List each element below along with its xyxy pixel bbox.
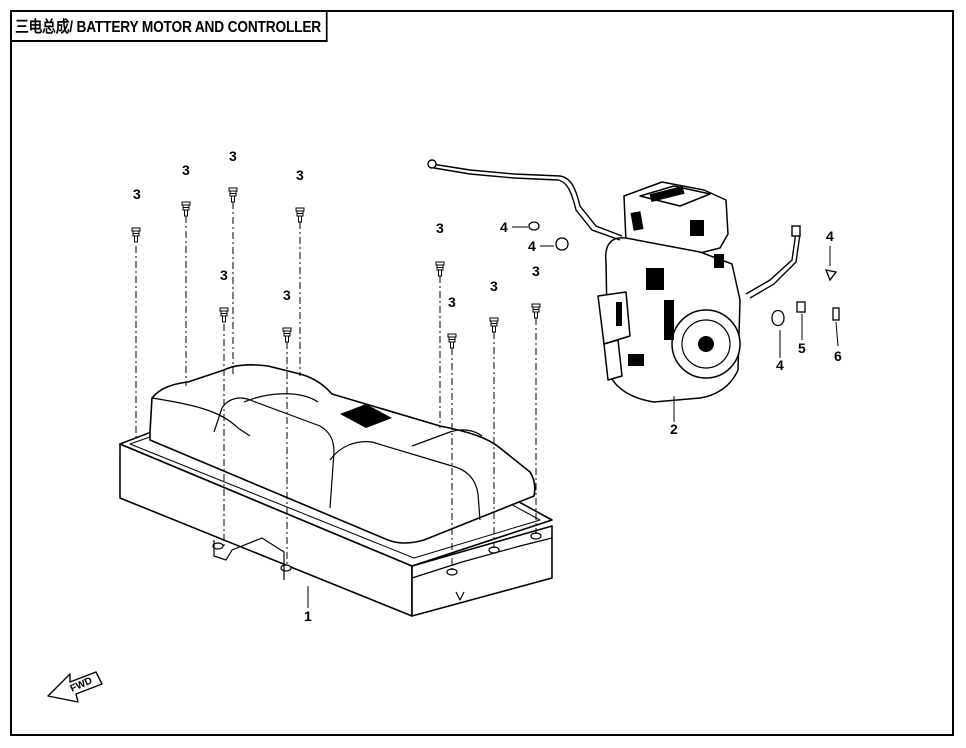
diagram-title-text: 三电总成/ BATTERY MOTOR AND CONTROLLER bbox=[15, 19, 322, 36]
bolt bbox=[489, 317, 499, 333]
callout-labels: 3 3 3 3 3 3 3 3 3 3 1 2 4 4 4 4 5 6 bbox=[133, 148, 842, 624]
cable-terminal bbox=[427, 159, 437, 169]
bolt bbox=[295, 207, 305, 223]
callout-3: 3 bbox=[448, 294, 456, 310]
callout-3: 3 bbox=[182, 162, 190, 178]
cable-side bbox=[745, 231, 797, 295]
cable-upper bbox=[431, 163, 623, 237]
battery-cover-ridge-1 bbox=[151, 397, 251, 437]
bolt bbox=[181, 201, 191, 217]
cable-side-terminal bbox=[791, 225, 801, 237]
battery-cover-ridge-5 bbox=[411, 429, 483, 447]
bolt bbox=[228, 187, 238, 203]
clip bbox=[528, 221, 540, 231]
fwd-arrow: FWD bbox=[47, 671, 103, 703]
motor-controller-assembly bbox=[597, 181, 741, 403]
fwd-arrow-shape bbox=[47, 671, 103, 703]
bolt-leader-lines bbox=[135, 202, 537, 570]
callout-3: 3 bbox=[436, 220, 444, 236]
diagram-title: 三电总成/ BATTERY MOTOR AND CONTROLLER bbox=[10, 10, 328, 42]
callout-1: 1 bbox=[304, 608, 312, 624]
callout-3: 3 bbox=[229, 148, 237, 164]
part-6 bbox=[832, 307, 840, 321]
bolt bbox=[435, 261, 445, 277]
bolt bbox=[531, 303, 541, 319]
battery-cover-ridge-3 bbox=[243, 393, 319, 403]
callout-3: 3 bbox=[532, 263, 540, 279]
bolt bbox=[219, 307, 229, 323]
bolt bbox=[282, 327, 292, 343]
callout-3: 3 bbox=[283, 287, 291, 303]
callout-leaders bbox=[307, 226, 839, 608]
callout-4: 4 bbox=[826, 228, 834, 244]
callout-5: 5 bbox=[798, 340, 806, 356]
callout-2: 2 bbox=[670, 421, 678, 437]
clips-and-fasteners bbox=[528, 221, 840, 327]
battery-cover-ridge-4 bbox=[329, 441, 481, 521]
motor-end-cover-ring bbox=[681, 319, 731, 369]
motor-output-flange bbox=[603, 339, 623, 381]
callout-4: 4 bbox=[776, 357, 784, 373]
battery-label-plate bbox=[340, 404, 392, 428]
callout-4: 4 bbox=[500, 219, 508, 235]
mounting-boss bbox=[280, 564, 292, 572]
battery-cover-ridge-2 bbox=[213, 397, 335, 509]
bolt bbox=[447, 333, 457, 349]
battery-side-rail bbox=[411, 537, 553, 579]
callout-3: 3 bbox=[296, 167, 304, 183]
drawing-frame bbox=[10, 10, 954, 736]
motor-detail-shading bbox=[616, 211, 724, 366]
battery-pack bbox=[119, 364, 553, 617]
callout-3: 3 bbox=[220, 267, 228, 283]
motor-shaft bbox=[698, 336, 714, 352]
mounting-boss bbox=[212, 542, 224, 550]
callout-3: 3 bbox=[490, 278, 498, 294]
cable-upper-edge bbox=[433, 167, 621, 241]
part-5 bbox=[796, 301, 806, 313]
clip bbox=[824, 269, 838, 282]
clip bbox=[555, 237, 569, 251]
battery-side-face bbox=[411, 525, 553, 617]
controller-label bbox=[649, 186, 685, 202]
clip bbox=[771, 309, 785, 327]
cable-side-edge bbox=[749, 233, 801, 299]
callout-6: 6 bbox=[834, 348, 842, 364]
battery-bracket bbox=[213, 537, 285, 580]
callout-4: 4 bbox=[528, 238, 536, 254]
battery-drain bbox=[455, 591, 465, 601]
bolts bbox=[131, 187, 541, 349]
bolt bbox=[131, 227, 141, 243]
motor-connector-block bbox=[597, 291, 631, 345]
harness-cable bbox=[427, 159, 801, 299]
callout-3: 3 bbox=[133, 186, 141, 202]
